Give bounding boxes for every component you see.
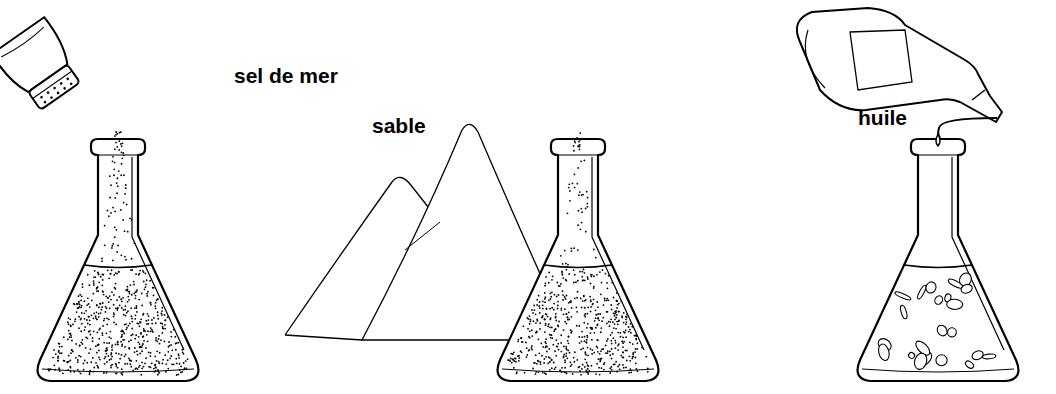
oil-drops — [876, 271, 996, 371]
oil-bottle — [797, 8, 1002, 146]
material-label: sable — [372, 114, 426, 137]
liquid-level — [84, 265, 152, 268]
grain-dots — [47, 131, 648, 376]
flask — [858, 139, 1019, 381]
salt-shaker — [0, 17, 87, 115]
liquid-level — [544, 265, 612, 268]
liquid-level — [904, 265, 972, 268]
material-label: huile — [858, 106, 907, 129]
flask — [38, 139, 199, 381]
material-label: sel de mer — [234, 64, 338, 87]
sand-piles — [285, 124, 560, 340]
flask — [498, 139, 659, 381]
